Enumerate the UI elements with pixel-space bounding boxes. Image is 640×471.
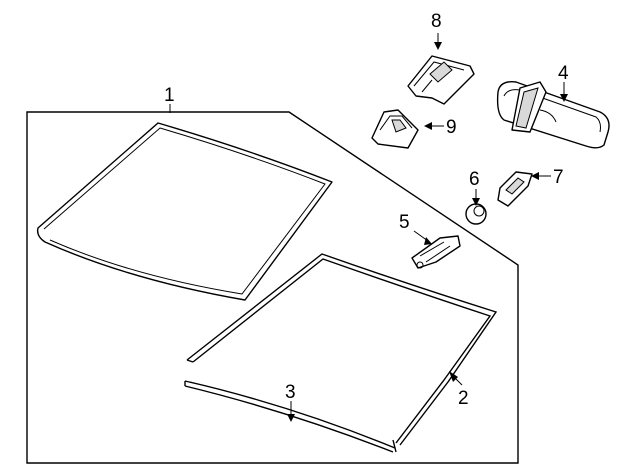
windshield-molding (186, 253, 498, 446)
callout-1: 1 (164, 85, 175, 106)
mount-cover (407, 55, 475, 105)
callout-3: 3 (285, 382, 296, 403)
lower-cover (371, 109, 419, 149)
callout-6-arrowhead (472, 198, 480, 206)
windshield-glass (36, 122, 333, 301)
callout-5-arrowhead (424, 237, 432, 245)
callout-2: 2 (458, 388, 469, 409)
callout-7-arrowhead (531, 172, 539, 180)
callout-9-arrowhead (424, 122, 432, 130)
sensor (465, 203, 487, 225)
bracket (411, 235, 461, 269)
callout-4-arrowhead (560, 94, 568, 102)
callout-3-arrowhead (287, 414, 295, 422)
rear-view-mirror (496, 81, 610, 149)
callout-5: 5 (399, 212, 410, 233)
assembly-boundary (26, 111, 519, 464)
callout-9: 9 (446, 117, 457, 138)
callout-8: 8 (431, 11, 442, 32)
callout-4: 4 (558, 63, 569, 84)
callout-8-arrowhead (434, 42, 442, 50)
callout-2-arrowhead (449, 371, 458, 382)
sensor-cover (497, 171, 533, 207)
callout-6: 6 (469, 169, 480, 190)
callout-7: 7 (553, 167, 564, 188)
